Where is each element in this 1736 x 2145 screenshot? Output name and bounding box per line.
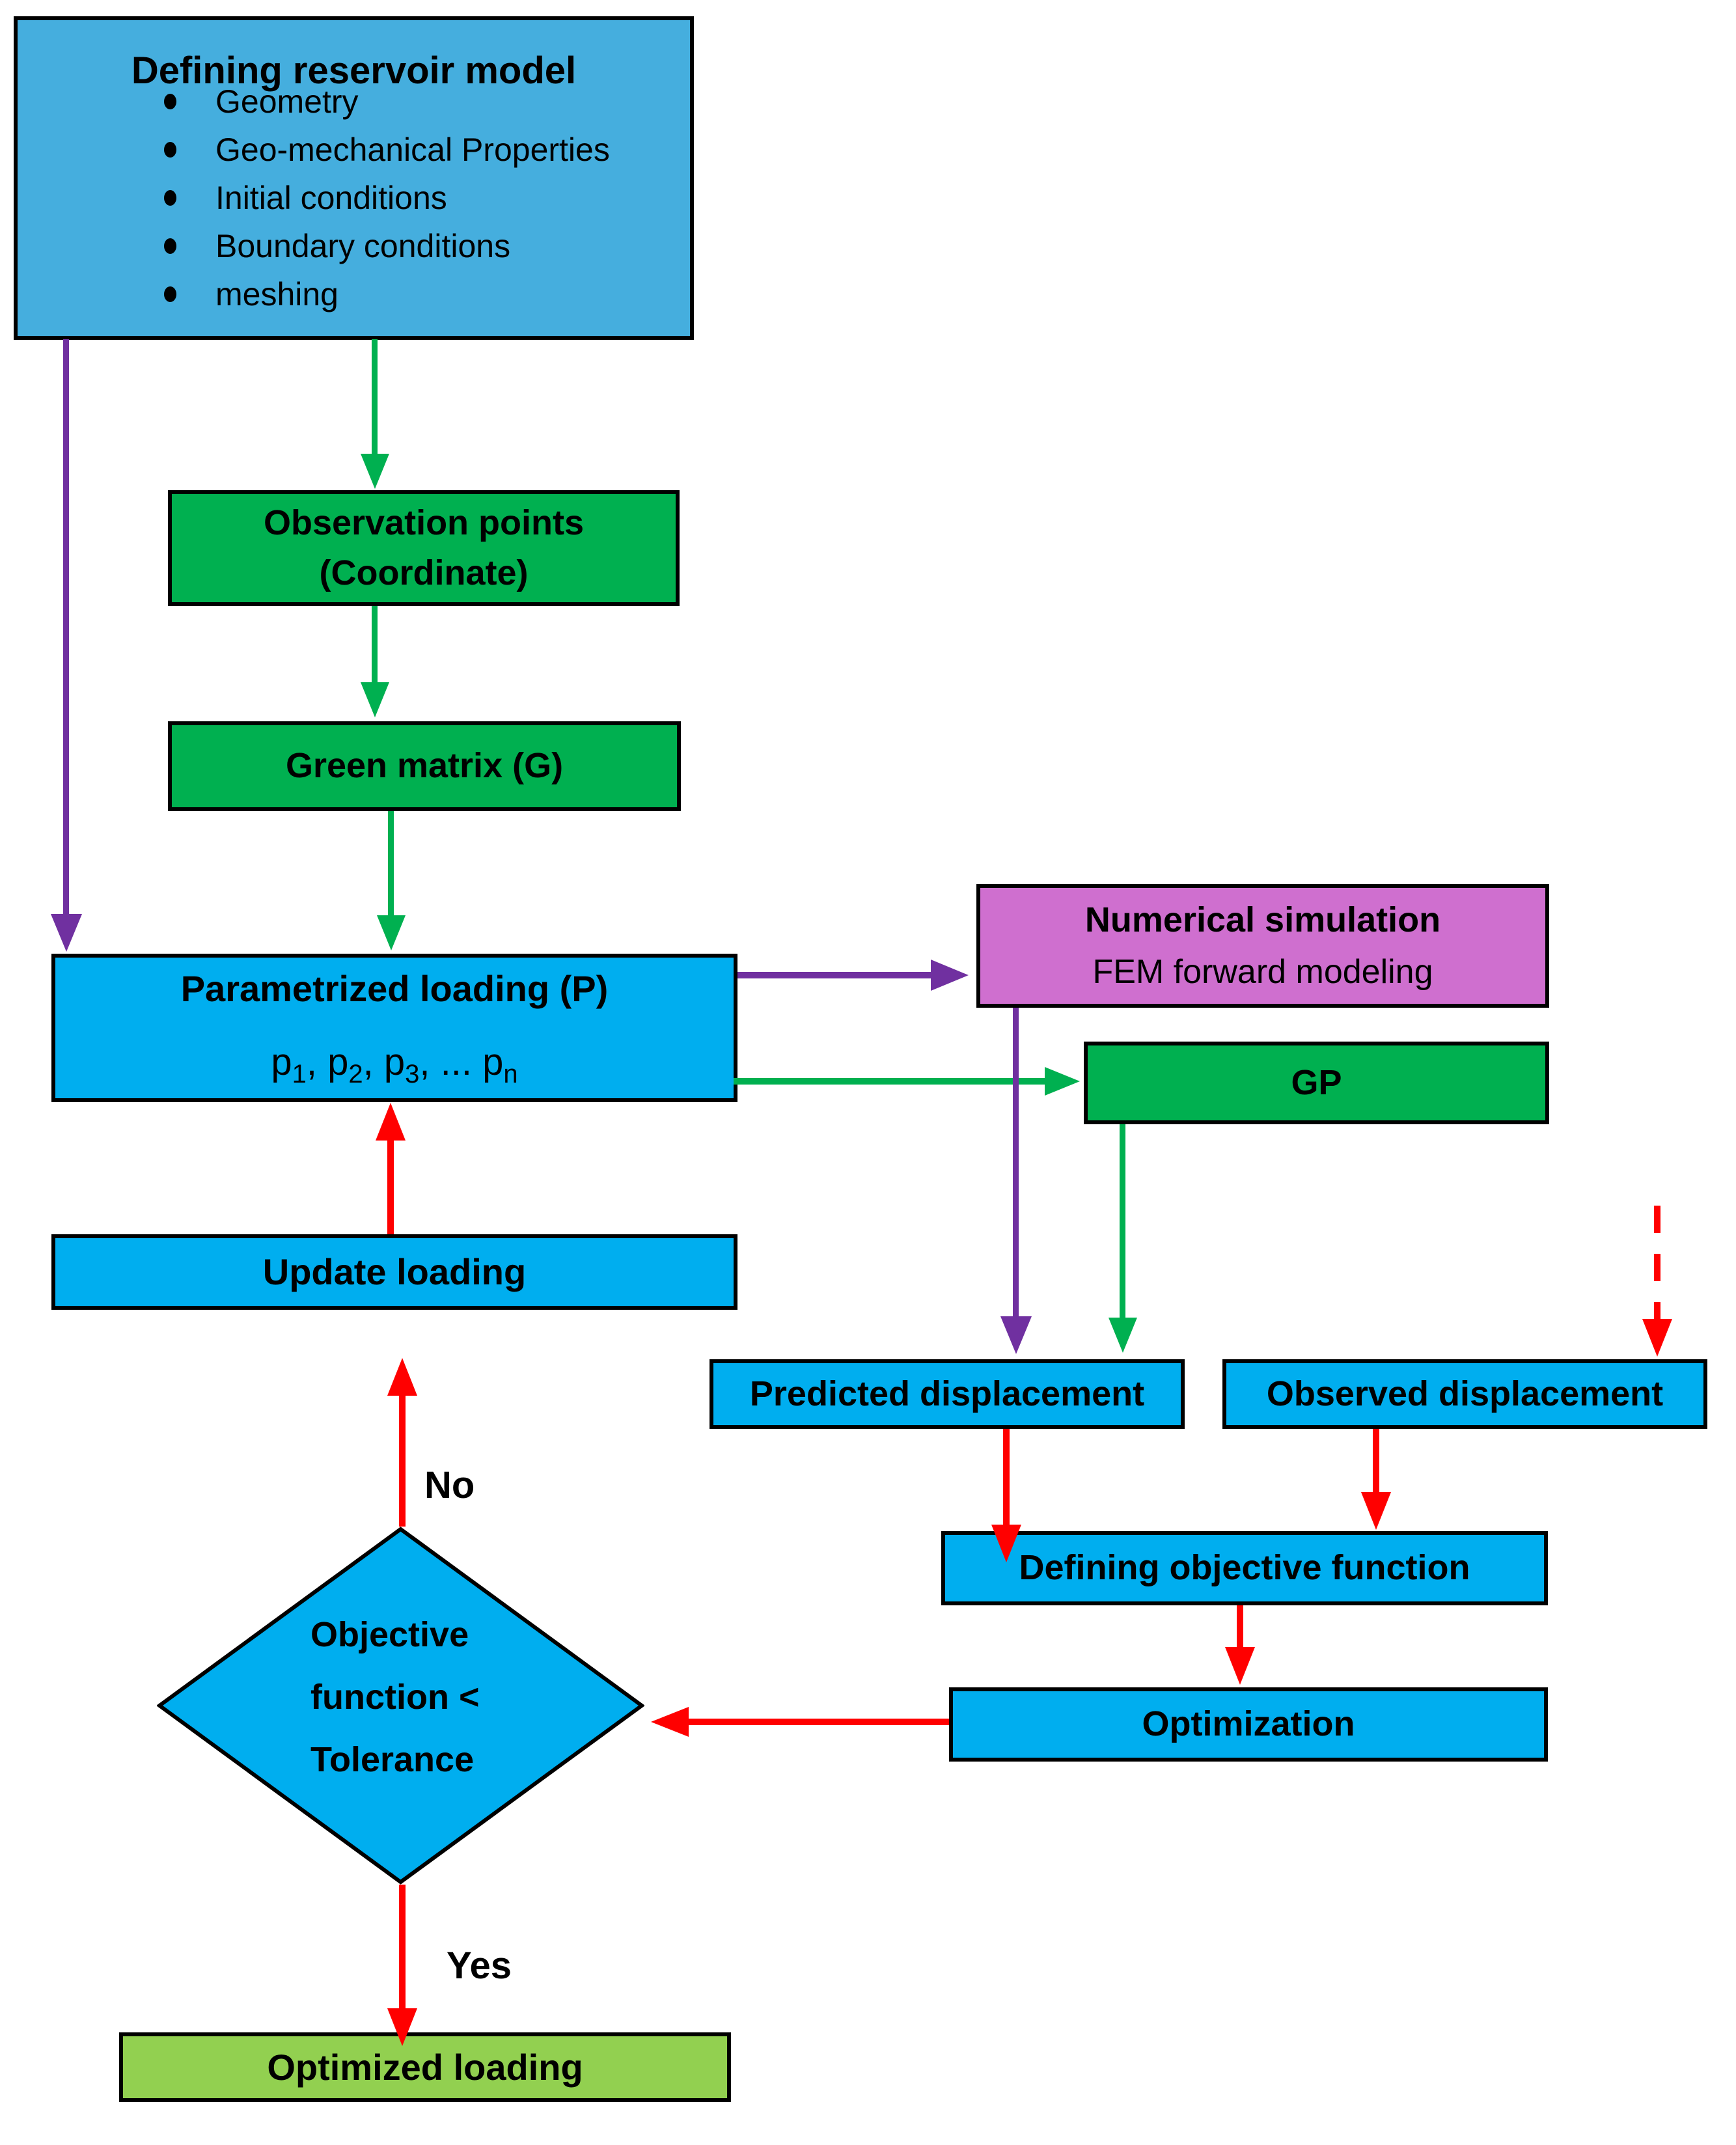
edge-predicted-to-objective-arrowhead — [991, 1525, 1021, 1562]
edge-observed-to-objective-arrowhead — [1361, 1492, 1391, 1530]
node-observation-points: Observation points (Coordinate) — [168, 490, 680, 606]
node-label: GP — [1291, 1062, 1342, 1102]
bullet-text: Geometry — [215, 83, 359, 120]
node-update-loading: Update loading — [51, 1234, 737, 1310]
node-label: (Coordinate) — [319, 553, 529, 592]
edge-parametrized-to-gp-arrowhead — [1045, 1067, 1080, 1096]
edge-label-no: No — [424, 1464, 475, 1506]
param-sub: 1 — [292, 1059, 307, 1088]
node-gp: GP — [1084, 1042, 1549, 1124]
edge-reservoir-to-observation-arrowhead — [361, 454, 389, 489]
bullet-icon — [164, 94, 176, 109]
node-predicted-displacement: Predicted displacement — [710, 1359, 1185, 1429]
parameters-text: p1, p2, p3, ... pn — [271, 1039, 517, 1090]
bullet-text: Boundary conditions — [215, 227, 511, 264]
param-sub: 2 — [348, 1059, 363, 1088]
edge-decision-to-update-line — [399, 1394, 406, 1527]
bullet-icon — [164, 238, 176, 254]
edge-decision-to-optimized-line — [399, 1885, 406, 2010]
edge-reservoir-to-parametrized-line — [63, 339, 69, 917]
param-part: p — [271, 1040, 292, 1083]
bullet-text: Initial conditions — [215, 179, 447, 216]
decision-line: Objective — [310, 1615, 469, 1654]
node-label: Update loading — [262, 1251, 527, 1292]
edge-parametrized-to-numerical-line — [737, 972, 933, 978]
decision-line: Tolerance — [310, 1740, 475, 1779]
edge-objective-to-optimization-arrowhead — [1225, 1647, 1255, 1685]
node-numerical-simulation: Numerical simulation FEM forward modelin… — [976, 884, 1549, 1008]
edge-optimization-to-decision-line — [687, 1719, 949, 1725]
node-label: Observed displacement — [1266, 1374, 1664, 1413]
edge-gp-to-predicted-arrowhead — [1109, 1318, 1137, 1353]
param-part: , ... — [419, 1040, 483, 1083]
node-label: Defining objective function — [1019, 1548, 1470, 1588]
param-part: p — [327, 1040, 349, 1083]
decision-text: Objective function < Tolerance — [310, 1603, 479, 1791]
node-optimized-loading: Optimized loading — [119, 2032, 731, 2102]
bullet-icon — [164, 286, 176, 302]
edge-observation-to-greenmatrix-line — [372, 606, 378, 684]
node-optimization: Optimization — [949, 1687, 1548, 1762]
node-parametrized-loading: Parametrized loading (P) p1, p2, p3, ...… — [51, 954, 737, 1102]
edge-objective-to-optimization-line — [1237, 1605, 1243, 1648]
edge-observed-to-objective-line — [1373, 1429, 1379, 1494]
node-label: Predicted displacement — [749, 1374, 1145, 1413]
edge-greenmatrix-to-parametrized-arrowhead — [377, 915, 406, 950]
edge-reservoir-to-parametrized-arrowhead — [51, 914, 82, 952]
list-item: Boundary conditions — [164, 222, 610, 270]
bullet-icon — [164, 142, 176, 158]
edge-parametrized-to-gp-line — [734, 1078, 1046, 1085]
node-label: Optimized loading — [267, 2046, 583, 2088]
list-item: meshing — [164, 270, 610, 318]
edge-decision-to-optimized-arrowhead — [387, 2008, 417, 2046]
node-observed-displacement: Observed displacement — [1222, 1359, 1707, 1429]
node-reservoir-model: Defining reservoir model Geometry Geo-me… — [14, 16, 694, 340]
node-green-matrix: Green matrix (G) — [168, 721, 681, 811]
decision-diamond-shape — [156, 1527, 646, 1885]
node-label: Numerical simulation — [1084, 900, 1441, 939]
edge-gp-to-predicted-line — [1120, 1124, 1125, 1318]
edge-observation-to-greenmatrix-arrowhead — [361, 682, 389, 717]
node-label: Parametrized loading (P) — [180, 967, 609, 1009]
node-decision-diamond: Objective function < Tolerance — [156, 1527, 646, 1885]
bullet-text: meshing — [215, 275, 338, 312]
param-sub: 3 — [405, 1059, 420, 1088]
edge-optimization-to-decision-arrowhead — [651, 1707, 689, 1737]
node-label: Optimization — [1142, 1704, 1355, 1744]
list-item: Geometry — [164, 77, 610, 126]
edge-greenmatrix-to-parametrized-line — [388, 811, 394, 917]
edge-update-to-parametrized-arrowhead — [376, 1103, 406, 1141]
edge-dashed-to-observed-line — [1654, 1206, 1660, 1320]
param-part: , — [306, 1040, 328, 1083]
edge-numerical-to-predicted-arrowhead — [1000, 1316, 1032, 1354]
node-objective-function: Defining objective function — [941, 1531, 1548, 1605]
edge-numerical-to-predicted-line — [1013, 1008, 1019, 1318]
reservoir-title: Defining reservoir model — [131, 49, 577, 92]
edge-predicted-to-objective-line — [1003, 1429, 1010, 1527]
edge-dashed-to-observed-arrowhead — [1642, 1319, 1672, 1357]
bullet-icon — [164, 190, 176, 206]
decision-line: function < — [310, 1678, 480, 1717]
param-part: p — [482, 1040, 504, 1083]
list-item: Geo-mechanical Properties — [164, 126, 610, 174]
param-sub: n — [503, 1059, 518, 1088]
node-label: Observation points — [263, 503, 585, 542]
edge-parametrized-to-numerical-arrowhead — [931, 960, 969, 991]
reservoir-bullet-list: Geometry Geo-mechanical Properties Initi… — [164, 77, 610, 318]
bullet-text: Geo-mechanical Properties — [215, 131, 610, 168]
param-part: , — [363, 1040, 384, 1083]
param-part: p — [383, 1040, 406, 1083]
node-label: Green matrix (G) — [285, 746, 564, 786]
edge-reservoir-to-observation-line — [372, 339, 378, 456]
list-item: Initial conditions — [164, 174, 610, 222]
node-sublabel: FEM forward modeling — [1092, 953, 1433, 991]
edge-update-to-parametrized-line — [387, 1139, 394, 1234]
edge-decision-to-update-arrowhead — [387, 1358, 417, 1396]
edge-label-yes: Yes — [447, 1944, 512, 1987]
